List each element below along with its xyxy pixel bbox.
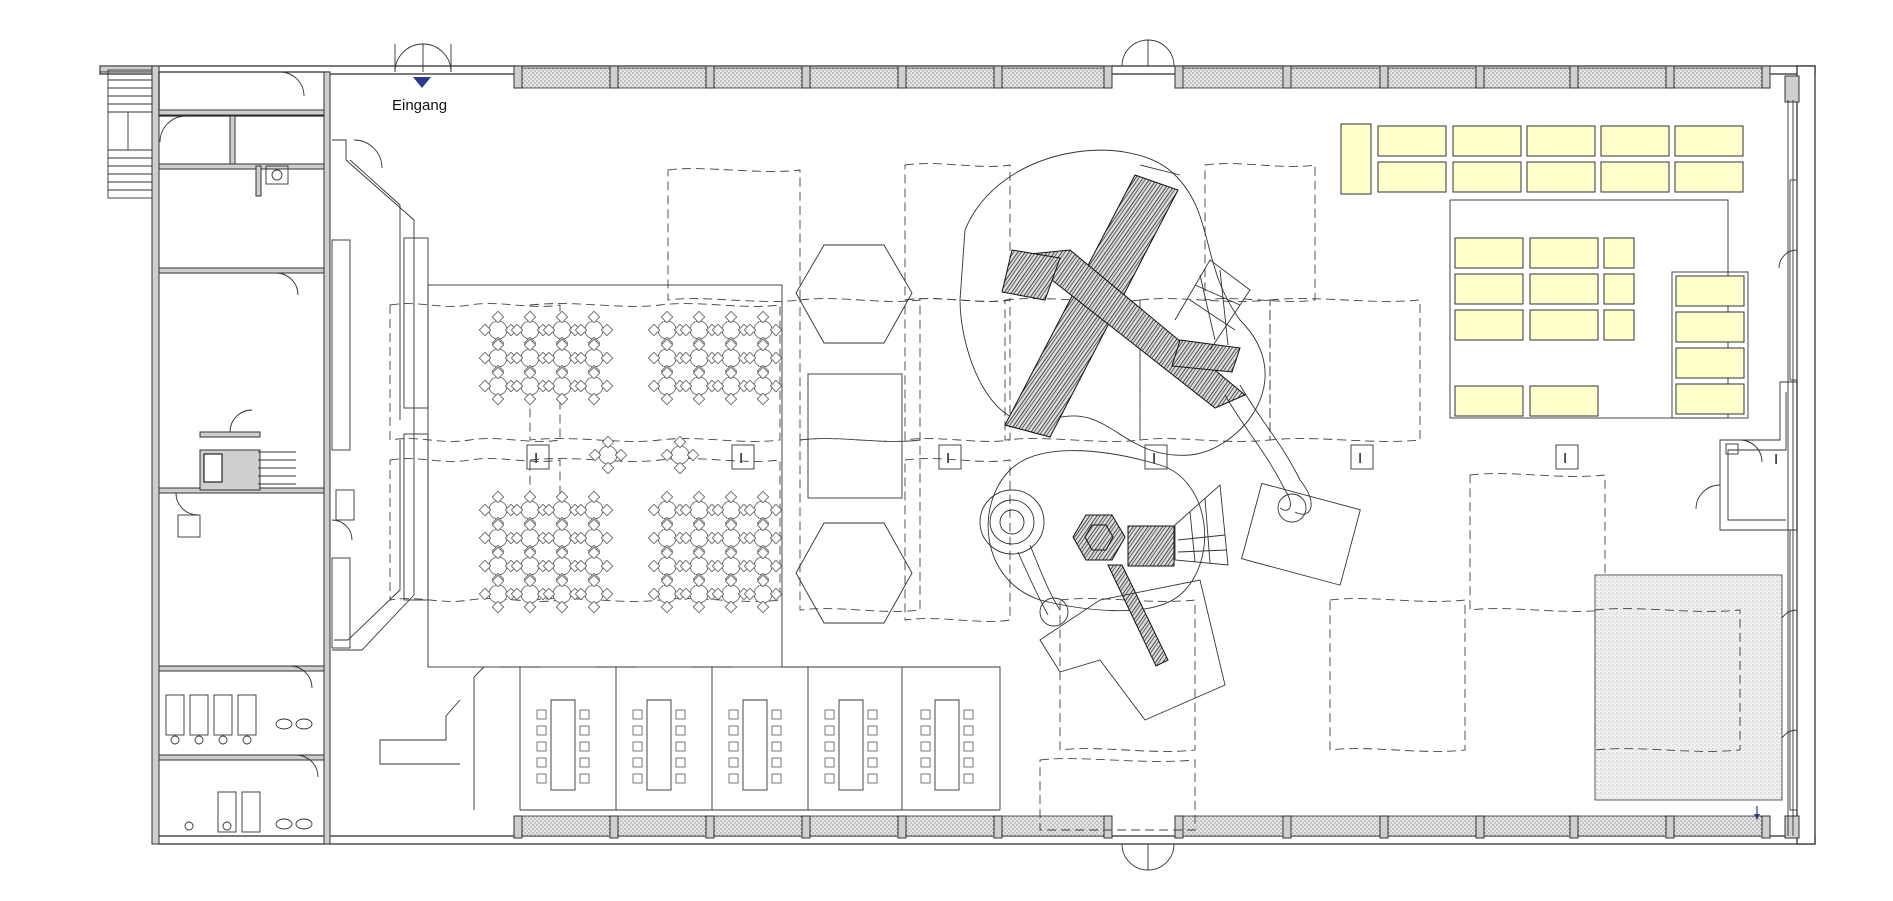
meeting-table	[728, 699, 782, 791]
inner-stairs	[258, 451, 296, 485]
column-mark-label: I	[1358, 450, 1362, 467]
round-table	[660, 435, 700, 475]
bottom-double-door[interactable]	[1121, 843, 1175, 871]
column-mark-label: I	[1152, 450, 1156, 467]
hexagon-tower	[1072, 514, 1175, 567]
bottom-window-band-left	[513, 815, 1113, 837]
round-table	[743, 310, 783, 350]
playground	[959, 149, 1361, 721]
column-mark: I	[1144, 444, 1168, 470]
soft-play-canopy	[1594, 608, 1741, 752]
top-window-band-left	[513, 67, 1113, 89]
elevator	[203, 453, 223, 483]
center-table	[807, 373, 903, 499]
round-table	[574, 366, 614, 406]
column-mark-label: I	[946, 450, 950, 467]
top-window-band-right	[1174, 67, 1764, 89]
meeting-table	[824, 699, 878, 791]
rope-net	[1174, 259, 1251, 351]
column-mark-label: I	[1563, 450, 1567, 467]
column-mark-right-edge: I	[1774, 451, 1778, 468]
round-table	[574, 310, 614, 350]
column-mark: I	[1555, 444, 1579, 470]
entrance-door[interactable]	[394, 43, 452, 73]
soft-play-area	[1594, 574, 1783, 801]
round-table	[510, 574, 550, 614]
column-mark: I	[731, 444, 755, 470]
landing-mat-right	[1241, 482, 1361, 586]
column-mark: I	[938, 444, 962, 470]
round-table	[574, 574, 614, 614]
spiral-slide	[979, 489, 1069, 627]
top-double-door[interactable]	[1121, 39, 1175, 67]
round-table	[510, 366, 550, 406]
outer-walls	[99, 65, 1816, 845]
meeting-tables	[536, 699, 974, 791]
round-table	[478, 518, 518, 558]
round-table	[510, 310, 550, 350]
column-mark-label: I	[739, 450, 743, 467]
left-rooms	[158, 71, 331, 845]
dining-tables	[478, 310, 783, 614]
meeting-partitions	[379, 666, 1000, 811]
right-side-room	[1695, 179, 1798, 811]
round-table	[711, 574, 751, 614]
round-table	[743, 518, 783, 558]
round-table	[743, 490, 783, 530]
column-mark: I	[1350, 444, 1374, 470]
round-table	[743, 574, 783, 614]
entrance-label: Eingang	[392, 97, 447, 114]
meeting-table	[632, 699, 686, 791]
toilet-row-1	[165, 694, 313, 745]
meeting-table	[536, 699, 590, 791]
bar-counter	[331, 139, 429, 651]
bottom-window-band-right	[1174, 815, 1764, 837]
round-table	[679, 366, 719, 406]
straight-slide	[1107, 564, 1169, 667]
landing-mat-bottom	[1039, 579, 1226, 721]
round-table	[588, 435, 628, 475]
tube-slide-top	[1224, 384, 1312, 523]
round-table	[478, 338, 518, 378]
hexagon-table-top	[795, 244, 913, 344]
entrance-marker-icon	[413, 77, 431, 88]
round-table	[743, 366, 783, 406]
toilet-row-2	[184, 791, 313, 833]
climbing-net	[1174, 484, 1229, 566]
column-mark: I	[526, 444, 550, 470]
meeting-table	[920, 699, 974, 791]
airplane-play-structure	[1001, 164, 1246, 438]
shower	[265, 165, 289, 185]
round-table	[711, 366, 751, 406]
column-mark-label: I	[534, 450, 538, 467]
hexagon-table-bottom	[795, 522, 913, 624]
gym-mats	[1340, 123, 1749, 419]
exterior-stairs	[107, 69, 153, 199]
pillars-top	[513, 65, 1800, 103]
pillars-bottom	[513, 815, 1800, 839]
